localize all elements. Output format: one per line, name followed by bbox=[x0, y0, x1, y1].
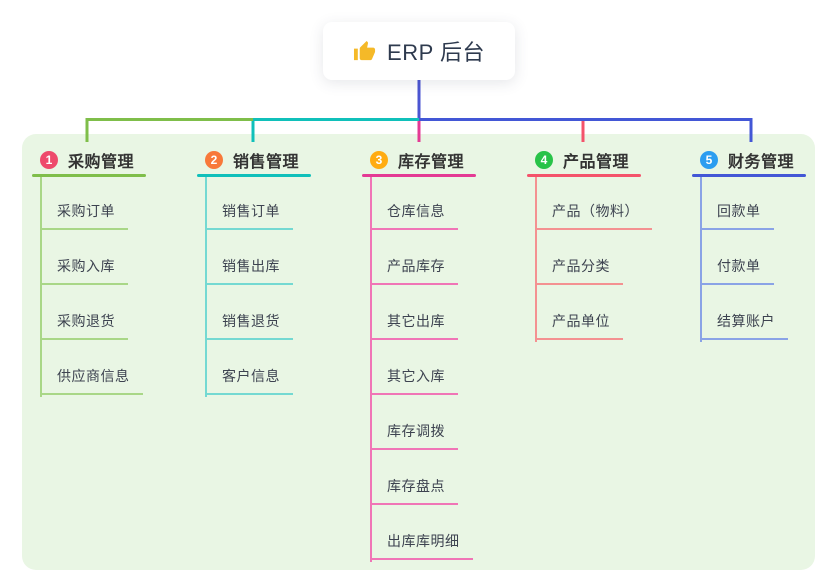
child-node[interactable]: 产品库存 bbox=[370, 256, 458, 285]
branch-underline bbox=[197, 174, 311, 177]
branch-number-badge: 3 bbox=[370, 151, 388, 169]
child-node[interactable]: 结算账户 bbox=[700, 311, 788, 340]
child-node[interactable]: 库存调拨 bbox=[370, 421, 458, 450]
child-row: 销售出库 bbox=[197, 230, 347, 285]
branch-spine-line bbox=[535, 177, 537, 342]
child-node[interactable]: 出库库明细 bbox=[370, 531, 473, 560]
child-node[interactable]: 销售出库 bbox=[205, 256, 293, 285]
child-row: 产品单位 bbox=[527, 285, 677, 340]
child-row: 产品库存 bbox=[362, 230, 512, 285]
child-node[interactable]: 销售退货 bbox=[205, 311, 293, 340]
branch-node[interactable]: 4 产品管理 bbox=[527, 148, 677, 172]
child-node[interactable]: 其它出库 bbox=[370, 311, 458, 340]
branch-children: 仓库信息产品库存其它出库其它入库库存调拨库存盘点出库库明细 bbox=[362, 177, 512, 562]
child-node[interactable]: 其它入库 bbox=[370, 366, 458, 395]
branch-spine-line bbox=[370, 177, 372, 562]
child-node[interactable]: 销售订单 bbox=[205, 201, 293, 230]
branch-node[interactable]: 5 财务管理 bbox=[692, 148, 839, 172]
child-row: 产品分类 bbox=[527, 230, 677, 285]
child-row: 库存调拨 bbox=[362, 395, 512, 450]
branch-number-badge: 5 bbox=[700, 151, 718, 169]
child-node[interactable]: 回款单 bbox=[700, 201, 774, 230]
branch-column: 2 销售管理 销售订单销售出库销售退货客户信息 bbox=[197, 148, 347, 397]
child-node[interactable]: 付款单 bbox=[700, 256, 774, 285]
child-node[interactable]: 采购订单 bbox=[40, 201, 128, 230]
branch-spine-line bbox=[700, 177, 702, 342]
child-node[interactable]: 产品（物料） bbox=[535, 201, 652, 230]
thumbs-up-icon bbox=[353, 40, 376, 60]
branch-column: 5 财务管理 回款单付款单结算账户 bbox=[692, 148, 839, 342]
branch-underline bbox=[32, 174, 146, 177]
branch-underline bbox=[692, 174, 806, 177]
branch-node[interactable]: 2 销售管理 bbox=[197, 148, 347, 172]
branch-children: 销售订单销售出库销售退货客户信息 bbox=[197, 177, 347, 397]
child-row: 付款单 bbox=[692, 230, 839, 285]
branch-number-badge: 2 bbox=[205, 151, 223, 169]
child-row: 结算账户 bbox=[692, 285, 839, 340]
child-row: 采购退货 bbox=[32, 285, 182, 340]
diagram-panel bbox=[22, 134, 815, 570]
branch-node[interactable]: 1 采购管理 bbox=[32, 148, 182, 172]
branch-column: 1 采购管理 采购订单采购入库采购退货供应商信息 bbox=[32, 148, 182, 397]
child-row: 销售退货 bbox=[197, 285, 347, 340]
branch-spine-line bbox=[40, 177, 42, 397]
child-node[interactable]: 采购入库 bbox=[40, 256, 128, 285]
branch-children: 回款单付款单结算账户 bbox=[692, 177, 839, 342]
root-node-label: ERP 后台 bbox=[387, 40, 485, 65]
child-row: 采购入库 bbox=[32, 230, 182, 285]
child-row: 供应商信息 bbox=[32, 340, 182, 395]
child-node[interactable]: 库存盘点 bbox=[370, 476, 458, 505]
branch-number-badge: 4 bbox=[535, 151, 553, 169]
child-row: 采购订单 bbox=[32, 177, 182, 230]
branch-label: 财务管理 bbox=[728, 154, 795, 171]
branch-label: 库存管理 bbox=[398, 154, 465, 171]
child-row: 回款单 bbox=[692, 177, 839, 230]
child-node[interactable]: 产品分类 bbox=[535, 256, 623, 285]
child-node[interactable]: 仓库信息 bbox=[370, 201, 458, 230]
child-row: 仓库信息 bbox=[362, 177, 512, 230]
child-row: 其它入库 bbox=[362, 340, 512, 395]
child-node[interactable]: 客户信息 bbox=[205, 366, 293, 395]
branch-underline bbox=[527, 174, 641, 177]
branch-label: 产品管理 bbox=[563, 154, 630, 171]
branch-node[interactable]: 3 库存管理 bbox=[362, 148, 512, 172]
branch-children: 产品（物料） 产品分类产品单位 bbox=[527, 177, 677, 342]
branch-label: 销售管理 bbox=[233, 154, 300, 171]
branch-number-badge: 1 bbox=[40, 151, 58, 169]
child-node[interactable]: 供应商信息 bbox=[40, 366, 143, 395]
branch-spine-line bbox=[205, 177, 207, 397]
child-row: 产品（物料） bbox=[527, 177, 677, 230]
branch-underline bbox=[362, 174, 476, 177]
branch-column: 3 库存管理 仓库信息产品库存其它出库其它入库库存调拨库存盘点出库库明细 bbox=[362, 148, 512, 562]
child-row: 客户信息 bbox=[197, 340, 347, 395]
branch-label: 采购管理 bbox=[68, 154, 135, 171]
child-row: 其它出库 bbox=[362, 285, 512, 340]
child-row: 销售订单 bbox=[197, 177, 347, 230]
child-node[interactable]: 采购退货 bbox=[40, 311, 128, 340]
child-row: 出库库明细 bbox=[362, 505, 512, 560]
branch-children: 采购订单采购入库采购退货供应商信息 bbox=[32, 177, 182, 397]
root-node[interactable]: ERP 后台 bbox=[323, 22, 515, 80]
child-row: 库存盘点 bbox=[362, 450, 512, 505]
branch-column: 4 产品管理 产品（物料） 产品分类产品单位 bbox=[527, 148, 677, 342]
child-node[interactable]: 产品单位 bbox=[535, 311, 623, 340]
